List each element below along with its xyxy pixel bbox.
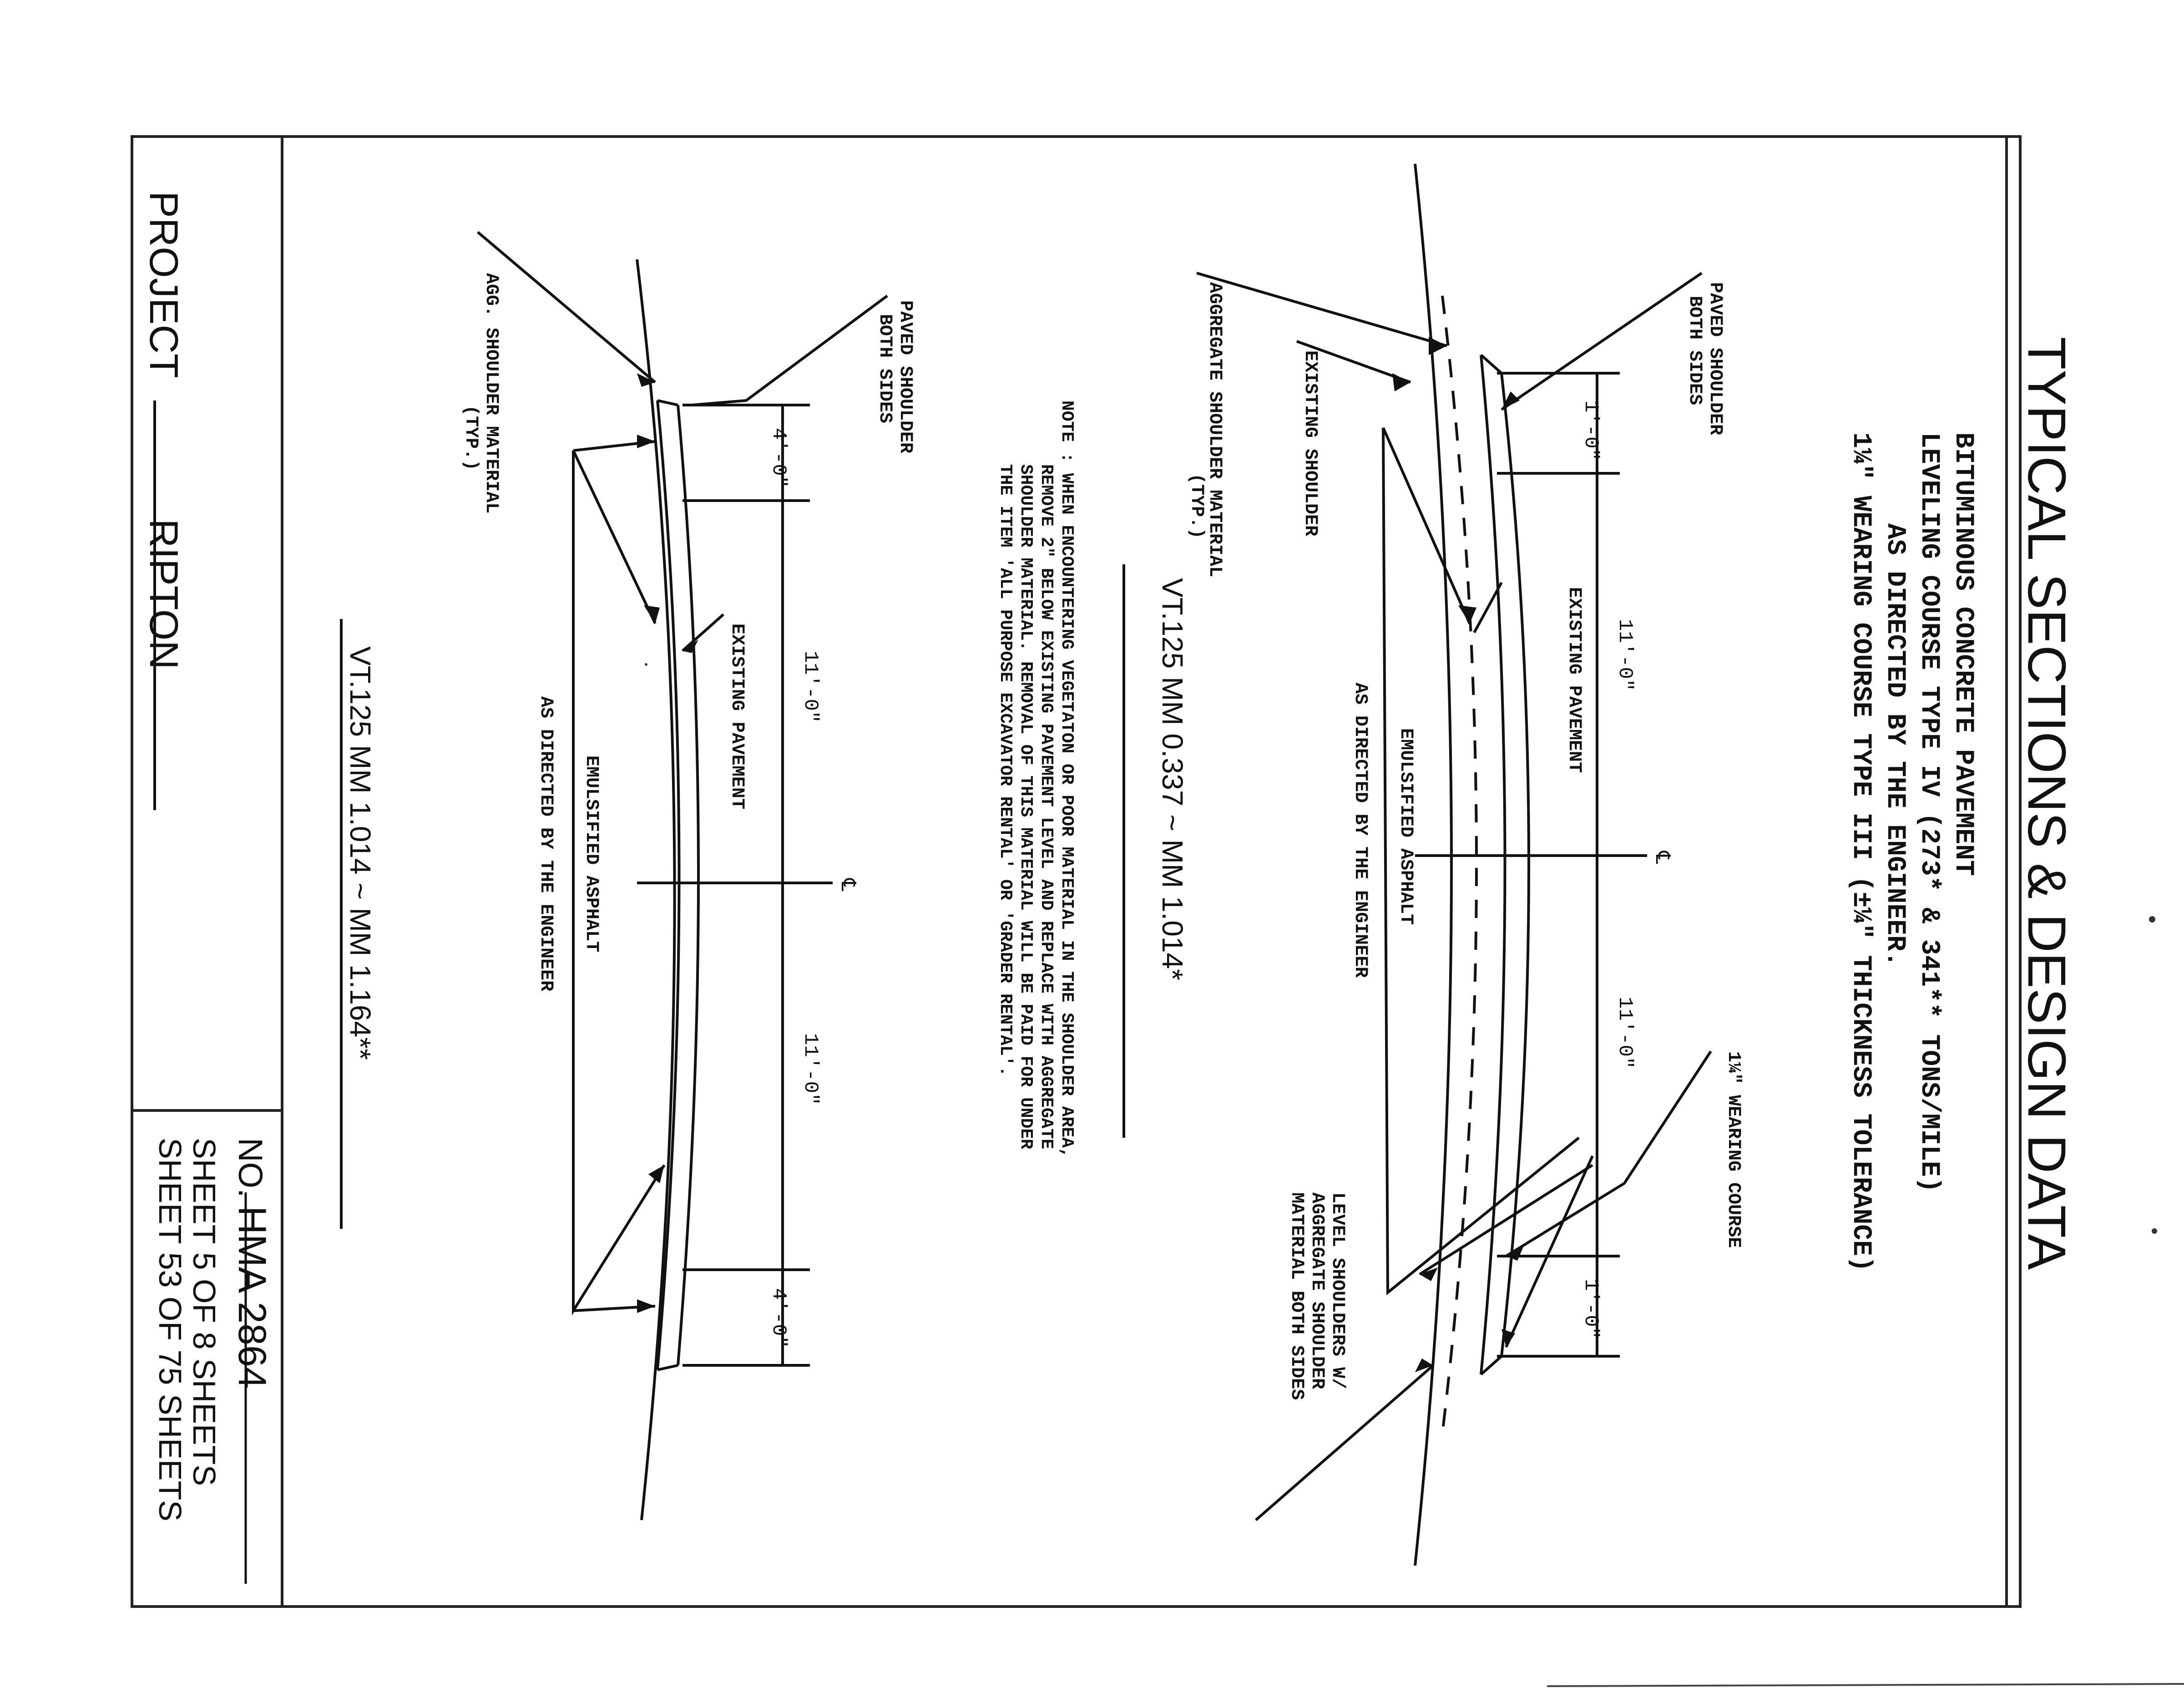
project-no: HMA 2864	[230, 1206, 274, 1389]
top-level-shoulders-label-2: AGGREGATE SHOULDER	[1307, 1192, 1327, 1389]
bottom-section-caption: VT.125 MM 1.014 ~ MM 1.164**	[344, 646, 377, 1060]
header-note-1: BITUMINOUS CONCRETE PAVEMENT	[1948, 432, 1978, 876]
section-bottom-labels: PAVED SHOULDER BOTH SIDES AGG. SHOULDER …	[460, 273, 915, 991]
note-line-3: SHOULDER MATERIAL. REMOVAL OF THIS MATER…	[1016, 464, 1036, 1149]
top-paved-shoulder-label-2: BOTH SIDES	[1684, 296, 1705, 405]
header-note-2: LEVELING COURSE TYPE IV (273* & 341** TO…	[1914, 432, 1944, 1193]
project-name: RIPTON	[142, 519, 187, 669]
section-top-labels: PAVED SHOULDER BOTH SIDES EXISTING SHOUL…	[1186, 282, 1744, 1400]
top-level-shoulders-label-3: MATERIAL BOTH SIDES	[1286, 1192, 1307, 1400]
top-existing-shoulder-label: EXISTING SHOULDER	[1300, 350, 1320, 536]
top-wearing-course-label: 1¼" WEARING COURSE	[1723, 1051, 1744, 1248]
note-line-1: NOTE : WHEN ENCOUNTERING VEGETATON OR PO…	[1057, 400, 1077, 1158]
shoulder-note: NOTE : WHEN ENCOUNTERING VEGETATON OR PO…	[996, 400, 1077, 1158]
sheet-border	[131, 135, 2022, 1608]
top-dim-shoulder-right: 1'-0"	[1579, 1279, 1602, 1339]
top-level-shoulders-label: LEVEL SHOULDERS W/	[1327, 1192, 1348, 1389]
top-dim-lane-right: 11'-0"	[1613, 997, 1636, 1069]
top-dim-shoulder-left: 1'-0"	[1579, 400, 1602, 461]
top-centerline-mark: ℄	[1650, 851, 1673, 864]
bottom-emulsified-label: EMULSIFIED ASPHALT	[581, 755, 602, 952]
top-existing-pavement-label: EXISTING PAVEMENT	[1564, 587, 1584, 773]
section-top-dims: 1'-0" 11'-0" 11'-0" 1'-0" ℄	[1579, 400, 1673, 1339]
note-line-2: REMOVE 2" BELOW EXISTING PAVEMENT LEVEL …	[1036, 464, 1056, 1149]
scan-edge-line	[1547, 1683, 2184, 1687]
bottom-agg-shoulder-typ: (TYP.)	[460, 405, 481, 471]
sheet-line-1: SHEET 5 OF 8 SHEETS	[187, 1138, 222, 1486]
section-bottom-dims: 4'-0" 11'-0" 11'-0" 4'-0" ℄	[767, 428, 858, 1348]
top-paved-shoulder-label: PAVED SHOULDER	[1705, 282, 1725, 435]
title-block: PROJECT RIPTON NO. HMA 2864 SHEET 5 OF 8…	[142, 191, 274, 1584]
bottom-paved-shoulder-label: PAVED SHOULDER	[895, 300, 915, 453]
note-line-4: THE ITEM 'ALL PURPOSE EXCAVATOR RENTAL' …	[996, 464, 1015, 1076]
top-emulsified-label-2: AS DIRECTED BY THE ENGINEER	[1350, 683, 1370, 978]
bottom-centerline-mark: ℄	[835, 878, 858, 892]
top-emulsified-label: EMULSIFIED ASPHALT	[1395, 728, 1416, 925]
scan-speckle	[645, 663, 2157, 1234]
project-no-label: NO.	[232, 1138, 269, 1198]
bottom-dim-lane-left: 11'-0"	[799, 651, 822, 723]
header-note-4: 1¼" WEARING COURSE TYPE III (±¼" THICKNE…	[1846, 432, 1876, 1272]
section-bottom-arrowheads	[637, 373, 698, 1313]
top-aggregate-shoulder-label: AGGREGATE SHOULDER MATERIAL	[1204, 282, 1225, 577]
header-note-3: AS DIRECTED BY THE ENGINEER.	[1880, 523, 1910, 967]
section-top-arrowheads	[1392, 337, 1524, 1372]
sheet-line-2: SHEET 53 OF 75 SHEETS	[152, 1138, 188, 1521]
bottom-emulsified-label-2: AS DIRECTED BY THE ENGINEER	[536, 696, 556, 991]
bottom-paved-shoulder-label-2: BOTH SIDES	[875, 314, 895, 423]
section-top-drawing	[1196, 163, 1712, 1566]
header-notes: BITUMINOUS CONCRETE PAVEMENT LEVELING CO…	[1846, 432, 1978, 1272]
bottom-dim-shoulder-left: 4'-0"	[767, 428, 790, 488]
sheet-title: TYPICAL SECTIONS & DESIGN DATA	[2017, 337, 2077, 1270]
bottom-dim-shoulder-right: 4'-0"	[767, 1288, 790, 1348]
top-dim-lane-left: 11'-0"	[1613, 619, 1636, 691]
bottom-dim-lane-right: 11'-0"	[799, 1033, 822, 1105]
bottom-agg-shoulder-label: AGG. SHOULDER MATERIAL	[481, 273, 501, 513]
top-aggregate-shoulder-typ: (TYP.)	[1186, 473, 1207, 539]
bottom-existing-pavement-label: EXISTING PAVEMENT	[727, 623, 747, 809]
top-section-caption: VT.125 MM 0.337 ~ MM 1.014*	[1156, 578, 1189, 980]
project-label: PROJECT	[142, 191, 187, 378]
